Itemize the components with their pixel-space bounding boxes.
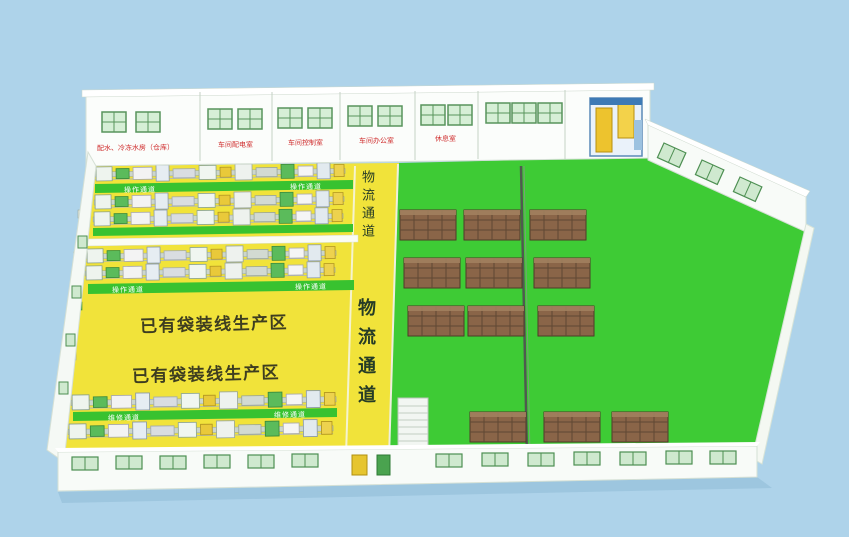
right-rear-wall [644,118,811,233]
front-window [573,451,601,466]
room-window [101,111,127,133]
pallet-group [533,257,591,289]
yellow-door [351,454,368,476]
pallet-group [611,411,669,443]
elevator-unit [589,97,643,157]
building-shadow [58,477,772,503]
operation-aisles [73,180,354,421]
room-window [377,105,403,127]
pallet-group [469,411,527,443]
left-wall-window [65,333,76,347]
pallet-group [467,305,525,337]
front-window [247,454,275,469]
right-rear-roof-edge [644,118,811,198]
back-wall-roof-edge [81,82,655,98]
logistics-aisle-partition [345,165,356,457]
right-wall [751,223,815,465]
green-door [376,454,391,476]
rail-line-highlight [523,165,531,457]
left-wall-window [77,235,88,249]
front-window [115,455,143,470]
elevator-top-bar [590,98,642,105]
front-window [291,453,319,468]
room-window [277,107,303,129]
front-window [665,450,693,465]
pallet-group [403,257,461,289]
room-window [207,108,233,130]
room-window [447,104,473,126]
pallet-group [465,257,523,289]
room-window [485,102,511,124]
front-window [435,453,463,468]
zone-boundary [388,163,399,459]
left-wall-window [58,381,69,395]
elevator-guide [634,120,642,150]
room-window [307,107,333,129]
pallet-group [537,305,595,337]
room-dividers [199,90,566,161]
elevator-lift-column [617,103,635,139]
operation-aisle-strip [88,280,354,294]
front-window [527,452,555,467]
back-rooms-wall [81,82,655,167]
room-window [420,104,446,126]
front-window [709,450,737,465]
front-wall-top-edge [55,442,760,452]
room-window [237,108,263,130]
elevator-lift-column [595,107,613,153]
front-window [203,454,231,469]
room-window [537,102,563,124]
operation-aisle-strip [95,180,353,193]
maintenance-aisle-strip [73,408,337,421]
pallet-group [543,411,601,443]
room-window [511,102,537,124]
room-window [347,105,373,127]
pallet-group [407,305,465,337]
front-wall [55,442,760,492]
left-wall-window [71,285,82,299]
front-window [481,452,509,467]
pallet-group [463,209,521,241]
operation-aisle-strip [93,224,353,236]
pallet-group [399,209,457,241]
front-window [159,455,187,470]
room-window [135,111,161,133]
pallet-group [529,209,587,241]
front-window [71,456,99,471]
front-window [619,451,647,466]
